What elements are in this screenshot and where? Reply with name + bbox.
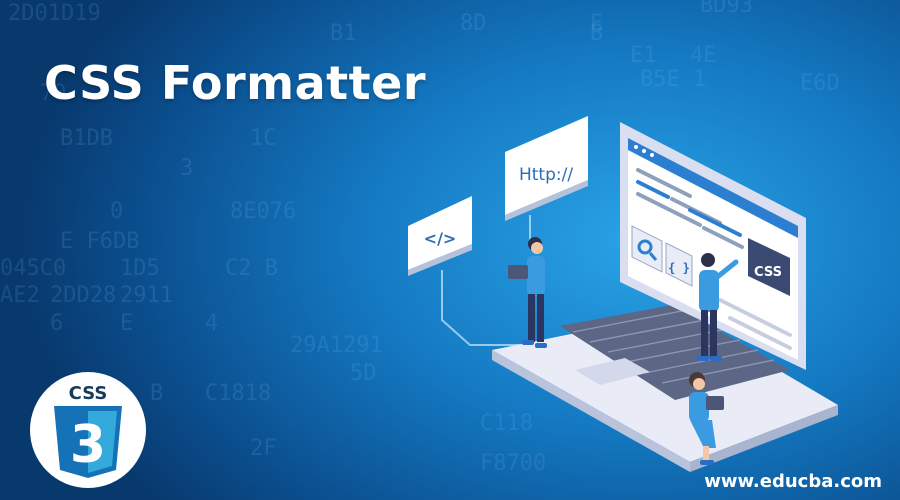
svg-text:29A1291: 29A1291 (290, 333, 383, 358)
svg-text:AE2: AE2 (0, 283, 40, 308)
svg-text:2F: 2F (250, 436, 277, 461)
http-bubble-label: Http:// (519, 165, 573, 185)
svg-text:C1818: C1818 (205, 381, 271, 406)
page-title: CSS Formatter (44, 56, 427, 110)
svg-text:E1: E1 (630, 43, 657, 68)
svg-text:2D01D19: 2D01D19 (8, 1, 101, 26)
laptop-screen (628, 138, 798, 360)
svg-text:E: E (590, 11, 603, 36)
svg-text:F8700: F8700 (480, 451, 546, 476)
svg-text:B: B (590, 21, 603, 46)
css-badge (748, 238, 790, 296)
code-tag-bubble (408, 196, 472, 270)
svg-text:3: 3 (180, 156, 193, 181)
css3-logo-number: 3 (70, 415, 106, 475)
website-url[interactable]: www.educba.com (704, 471, 882, 492)
svg-text:2DD28: 2DD28 (50, 283, 116, 308)
laptop-illustration: { } CSS Http:// </> (408, 116, 838, 472)
person-standing-right (697, 253, 739, 361)
svg-text:045C0: 045C0 (0, 256, 66, 281)
svg-text:1D5: 1D5 (120, 256, 160, 281)
braces-label: { } (668, 261, 690, 275)
svg-text:C2 B: C2 B (225, 256, 278, 281)
svg-text:70: 70 (40, 81, 67, 106)
svg-text:1C: 1C (250, 126, 277, 151)
code-tag-bubble-label: </> (424, 229, 457, 248)
svg-text:C118: C118 (480, 411, 533, 436)
svg-text:E F6DB: E F6DB (60, 229, 139, 254)
svg-text:0: 0 (110, 199, 123, 224)
css3-logo-label: CSS (69, 383, 108, 404)
svg-text:B1: B1 (330, 21, 357, 46)
svg-text:B1DB: B1DB (60, 126, 113, 151)
person-sitting (689, 372, 724, 465)
svg-text:B: B (150, 381, 163, 406)
svg-text:8D: 8D (460, 11, 487, 36)
svg-text:E: E (120, 311, 133, 336)
css-badge-label: CSS (754, 265, 782, 280)
touchpad (575, 358, 650, 385)
svg-text:8E076: 8E076 (230, 199, 296, 224)
http-bubble (505, 116, 588, 215)
svg-text:4E: 4E (690, 43, 717, 68)
svg-text:6: 6 (50, 311, 63, 336)
svg-text:B5E 1: B5E 1 (640, 67, 706, 92)
svg-text:BD93: BD93 (700, 0, 753, 18)
svg-text:2911: 2911 (120, 283, 173, 308)
svg-text:4: 4 (205, 311, 218, 336)
css3-logo: CSS 3 (30, 372, 146, 488)
svg-text:5D: 5D (350, 361, 377, 386)
svg-text:E6D: E6D (800, 71, 840, 96)
search-icon (637, 239, 658, 261)
person-standing-left (508, 237, 547, 348)
